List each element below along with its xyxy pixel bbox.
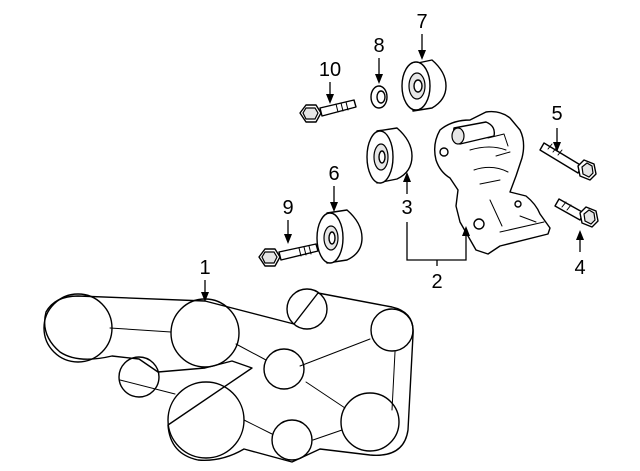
callout-1: 1 bbox=[199, 257, 210, 279]
pulley-small-left bbox=[118, 356, 160, 398]
belt-inner-path bbox=[109, 327, 396, 441]
idler-pulley-6 bbox=[316, 209, 363, 264]
pulley-idler-middle bbox=[263, 348, 305, 390]
callout-labels: 1 2 3 4 5 6 7 8 9 10 bbox=[199, 11, 585, 293]
callout-9: 9 bbox=[282, 197, 293, 219]
pulley-large-bottom bbox=[167, 381, 245, 459]
bolt-5 bbox=[539, 142, 597, 181]
belt-tensioner-2 bbox=[433, 110, 551, 255]
callout-10: 10 bbox=[319, 59, 341, 81]
pulley-right-bottom bbox=[340, 392, 400, 452]
idler-pulley-7 bbox=[401, 59, 447, 112]
callout-7: 7 bbox=[416, 11, 427, 33]
callout-3: 3 bbox=[401, 197, 412, 219]
callout-2: 2 bbox=[431, 271, 442, 293]
bolt-9 bbox=[258, 243, 319, 267]
callout-8: 8 bbox=[373, 35, 384, 57]
pulley-large-left bbox=[43, 293, 113, 363]
tensioner-bracket bbox=[433, 110, 551, 255]
idler-pulley-3 bbox=[366, 127, 413, 184]
pulley-crankshaft bbox=[170, 298, 240, 368]
callout-leaders bbox=[201, 34, 584, 302]
pulley-bottom-small bbox=[271, 419, 313, 461]
callout-4: 4 bbox=[574, 257, 585, 279]
belt-outer-path bbox=[43, 292, 414, 463]
callout-5: 5 bbox=[551, 103, 562, 125]
bolt-4 bbox=[554, 198, 599, 228]
serpentine-belt-routing bbox=[43, 288, 414, 463]
bolt-10-shank bbox=[319, 99, 357, 117]
bolt-10 bbox=[299, 99, 357, 123]
bolt-9-shank bbox=[278, 243, 319, 261]
pulley-idler-top bbox=[286, 288, 328, 330]
callout-6: 6 bbox=[328, 163, 339, 185]
washer-8 bbox=[370, 85, 388, 109]
bolt-4-shank bbox=[554, 198, 585, 221]
bolt-5-shank bbox=[539, 142, 583, 174]
pulley-right-top bbox=[370, 308, 414, 352]
tensioner-mount-hole bbox=[473, 218, 485, 230]
